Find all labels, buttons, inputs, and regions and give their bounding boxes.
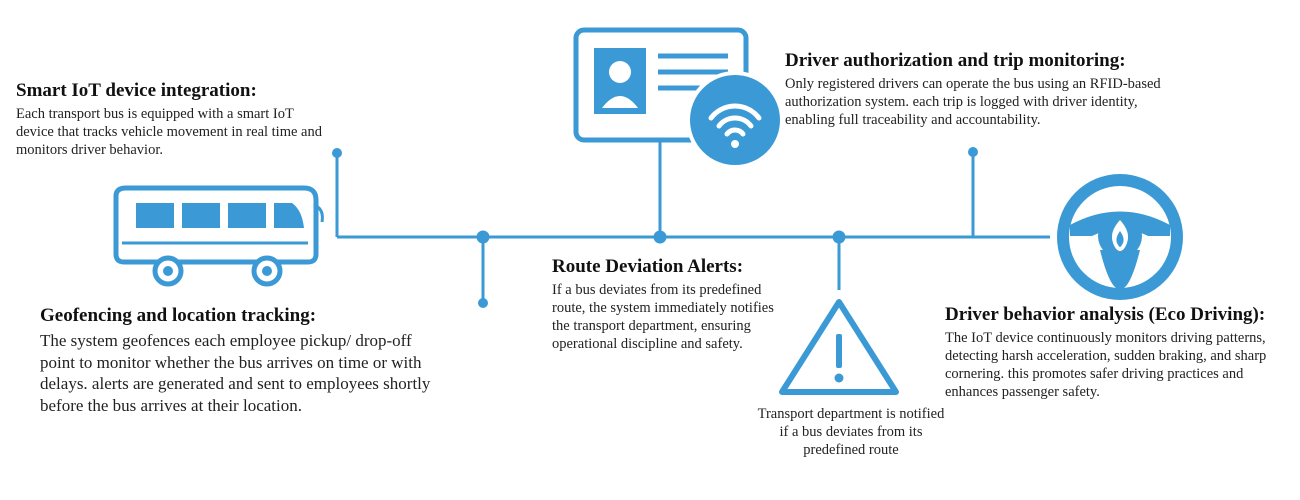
driver-authorization-title: Driver authorization and trip monitoring… [785, 50, 1126, 71]
iot-integration-title: Smart IoT device integration: [16, 80, 257, 101]
warning-triangle-icon [779, 299, 899, 395]
warning-caption: Transport department is notified if a bu… [757, 406, 945, 458]
route-deviation-block: Route Deviation Alerts: If a bus deviate… [552, 256, 788, 353]
bus-icon [113, 185, 324, 287]
eco-driving-title: Driver behavior analysis (Eco Driving): [945, 304, 1266, 325]
geofencing-block: Geofencing and location tracking: The sy… [40, 305, 438, 416]
route-deviation-title: Route Deviation Alerts: [552, 256, 744, 277]
driver-authorization-block: Driver authorization and trip monitoring… [785, 50, 1165, 129]
node-iot-top [332, 148, 342, 158]
id-card-wifi-icon [573, 27, 784, 169]
geofencing-title: Geofencing and location tracking: [40, 305, 317, 326]
node-geo-bottom [478, 298, 488, 308]
steering-wheel-icon [1057, 174, 1183, 300]
eco-driving-block: Driver behavior analysis (Eco Driving): … [945, 304, 1290, 401]
route-deviation-text: If a bus deviates from its predefined ro… [552, 282, 774, 352]
driver-authorization-text: Only registered drivers can operate the … [785, 76, 1161, 128]
iot-integration-block: Smart IoT device integration: Each trans… [16, 80, 334, 159]
eco-driving-text: The IoT device continuously monitors dri… [945, 330, 1267, 400]
iot-integration-text: Each transport bus is equipped with a sm… [16, 106, 322, 158]
node-auth-top [968, 147, 978, 157]
geofencing-text: The system geofences each employee picku… [40, 331, 431, 415]
